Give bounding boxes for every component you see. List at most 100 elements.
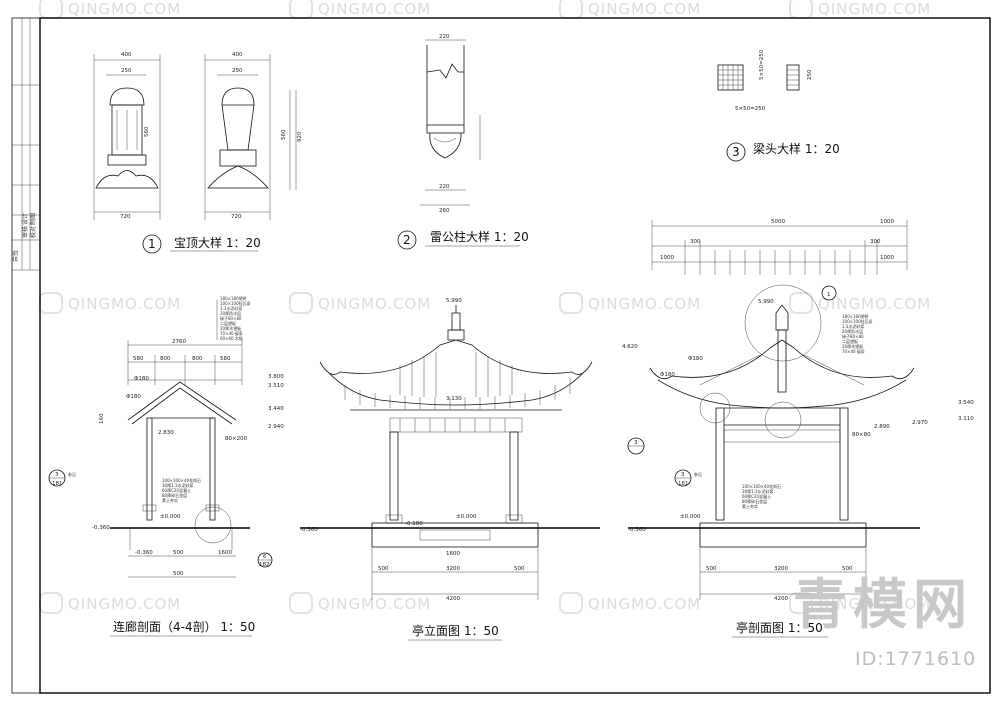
lianglang-elev-3800: 3.800 bbox=[268, 374, 284, 380]
lianglang-dim-1600: 500 bbox=[173, 550, 184, 556]
watermark-layer: QINGMO.COM QINGMO.COM QINGMO.COM QINGMO.COM… bbox=[39, 0, 931, 614]
plan-dim-5000: 5000 bbox=[771, 219, 785, 225]
tingli-title: 亭立面图 1：50 bbox=[412, 623, 499, 638]
watermark-text: QINGMO.COM bbox=[318, 295, 431, 313]
tingpou-dim-3200: 3200 bbox=[774, 566, 788, 572]
tingpou-elev-3110: 3.110 bbox=[958, 416, 974, 422]
lianglang-title: 连廊剖面（4-4剖） 1：50 bbox=[113, 619, 255, 634]
roof-note-7: 20厚木望板 bbox=[220, 325, 241, 331]
tingpou-phi-a: Φ180 bbox=[688, 356, 703, 362]
watermark-text: QINGMO.COM bbox=[818, 595, 931, 613]
tingli-dim-1600: 1600 bbox=[446, 551, 460, 557]
tingpou-elev-000: ±0.000 bbox=[680, 514, 701, 520]
roof-note-3: 1:3水泥砂浆 bbox=[220, 305, 242, 311]
tingli-elev-180: -0.180 bbox=[405, 521, 423, 527]
image-id-label: ID:1771610 bbox=[855, 648, 977, 670]
callout-3a-sheet: 181 bbox=[52, 481, 63, 487]
baoding-dim-920b: 920 bbox=[297, 131, 303, 142]
tingli-elevation: 5.990 3.130 -0.360 -0.180 ±0.000 1600 50… bbox=[300, 298, 600, 641]
watermark-logo-icon: QINGMO.COM bbox=[39, 0, 181, 19]
floor-note-3: 60厚C20混凝土 bbox=[162, 487, 191, 493]
tingpou-floor-note-5: 素土夯实 bbox=[742, 503, 758, 509]
callout-3b-top-num: 3 bbox=[634, 440, 638, 446]
lianglang-elev-3510: 3.510 bbox=[268, 383, 284, 389]
watermark-logo-icon: QINGMO.COM bbox=[789, 0, 931, 19]
tingli-elev-360: -0.360 bbox=[300, 527, 318, 533]
title-block-design: 设计 bbox=[21, 213, 29, 225]
tingli-elev-3130: 3.130 bbox=[446, 396, 462, 402]
baoding-detail-title: 宝顶大样 1：20 bbox=[174, 235, 261, 250]
watermark-logo-icon: QINGMO.COM bbox=[789, 592, 931, 614]
lianglang-elev-360: -0.360 bbox=[92, 525, 110, 531]
lianglang-dim-800b: 800 bbox=[192, 356, 203, 362]
tingpou-floor-note-1: 100×100×40花岗石 bbox=[742, 483, 781, 489]
watermark-logo-icon: QINGMO.COM bbox=[289, 292, 431, 314]
leigongzhu-detail-number: 2 bbox=[403, 233, 411, 247]
leigongzhu-dim-220b: 220 bbox=[439, 184, 450, 190]
tingpou-roof-note-6: 二层望板 bbox=[842, 338, 858, 344]
roof-note-4: 20厚防水层 bbox=[220, 310, 241, 316]
leigongzhu-detail: 220 220 260 2 雷公柱大样 1：20 bbox=[397, 34, 529, 250]
callout-6-num: 6 bbox=[263, 554, 267, 560]
roof-note-8: 70×40 檩条 bbox=[220, 330, 243, 336]
tingpou-roof-note-1: 180×180望砖 bbox=[842, 313, 869, 319]
callout-3a-note: 参见 bbox=[68, 471, 76, 477]
watermark-logo-icon: QINGMO.COM bbox=[39, 292, 180, 314]
baoding-dim-720b: 720 bbox=[231, 214, 242, 220]
tingpou-floor-note-2: 30厚1:3水泥砂浆 bbox=[742, 488, 774, 494]
floor-note-1: 100×100×40花岗石 bbox=[162, 477, 201, 483]
title-block-check: 校对 bbox=[29, 226, 37, 238]
plan-dim-1000b: 1000 bbox=[880, 255, 894, 261]
callout-6-sheet: 182 bbox=[259, 562, 270, 568]
leigongzhu-detail-title: 雷公柱大样 1：20 bbox=[430, 229, 529, 244]
baoding-detail: 400 250 560 720 400 250 560 920 720 1 宝顶… bbox=[93, 52, 303, 254]
plan-dim-300: 300 bbox=[690, 239, 701, 245]
tingli-elev-000: ±0.000 bbox=[456, 514, 477, 520]
lianglang-phi-b: Φ180 bbox=[134, 376, 149, 382]
title-block-draw: 制图 bbox=[29, 213, 37, 225]
lianglang-elev-2830: 2.830 bbox=[158, 430, 174, 436]
tingli-elev-5990: 5.990 bbox=[446, 298, 462, 304]
tingli-dim-500a: 500 bbox=[378, 566, 389, 572]
liangtou-dim-c: 250 bbox=[807, 69, 813, 80]
tingpou-elev-5990: 5.990 bbox=[758, 299, 774, 305]
tingpou-roof-note-3: 1:3水泥砂浆 bbox=[842, 323, 864, 329]
tingli-dim-500b: 500 bbox=[514, 566, 525, 572]
watermark-logo-icon: QINGMO.COM bbox=[559, 292, 700, 314]
lianglang-elev-3440: 3.440 bbox=[268, 406, 284, 412]
plan-dim-300b: 300 bbox=[870, 239, 881, 245]
tingpou-floor-note-4: 80厚碎石垫层 bbox=[742, 498, 767, 504]
watermark-text: QINGMO.COM bbox=[318, 595, 431, 613]
watermark-logo-icon: QINGMO.COM bbox=[39, 592, 180, 614]
lianglang-dim-500a: -0.360 bbox=[135, 550, 153, 556]
floor-note-4: 80厚碎石垫层 bbox=[162, 492, 187, 498]
watermark-logo-icon: QINGMO.COM bbox=[559, 0, 700, 19]
watermark-text: QINGMO.COM bbox=[68, 0, 181, 18]
baoding-dim-400: 400 bbox=[121, 52, 132, 58]
plan-dimension-string: 5000 300 1000 300 1000 1000 bbox=[651, 219, 908, 275]
watermark-text: QINGMO.COM bbox=[818, 0, 931, 18]
lianglang-dim-2600: 500 bbox=[173, 571, 184, 577]
tingpou-dim-80x80: 80×80 bbox=[852, 432, 871, 438]
watermark-logo-icon: QINGMO.COM bbox=[789, 292, 931, 314]
watermark-text: QINGMO.COM bbox=[588, 595, 701, 613]
tingpou-dim-4200: 4200 bbox=[774, 596, 788, 602]
watermark-text: QINGMO.COM bbox=[818, 295, 931, 313]
baoding-dim-250b: 250 bbox=[232, 68, 243, 74]
baoding-dim-560b: 560 bbox=[281, 129, 287, 140]
tingpou-roof-note-5: 椽子80×80 bbox=[842, 333, 864, 339]
lianglang-dim-580a: 580 bbox=[133, 356, 144, 362]
tingpou-phi-b: Φ180 bbox=[660, 372, 675, 378]
tingpou-dim-500a: 500 bbox=[706, 566, 717, 572]
liangtou-detail-number: 3 bbox=[732, 145, 740, 159]
liangtou-dim-a: 5×50=250 bbox=[735, 106, 766, 112]
tingpou-roof-note-7: 20厚木望板 bbox=[842, 343, 863, 349]
baoding-detail-number: 1 bbox=[148, 237, 156, 251]
lianglang-dim-160: 160 bbox=[99, 413, 105, 424]
watermark-text: QINGMO.COM bbox=[318, 0, 431, 18]
tingli-dim-4200: 4200 bbox=[446, 596, 460, 602]
lianglang-section: 2760 580 800 800 580 -0.360 500 1600 500… bbox=[48, 295, 284, 637]
tingpou-elev-2970: 2.970 bbox=[912, 420, 928, 426]
tingli-dim-3200: 3200 bbox=[446, 566, 460, 572]
